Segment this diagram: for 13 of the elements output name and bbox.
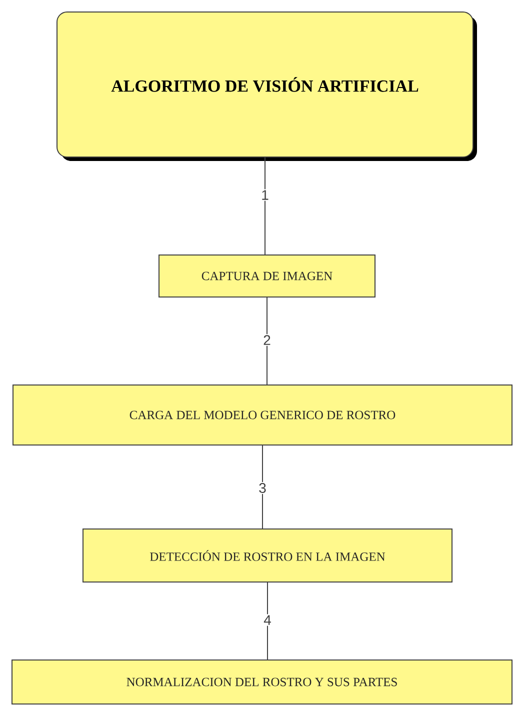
connector-line (266, 297, 268, 385)
connector-line (262, 445, 263, 529)
title-box: ALGORITMO DE VISIÓN ARTIFICIAL (56, 12, 477, 161)
edge-label: 2 (262, 334, 272, 346)
edge-label: 4 (262, 614, 272, 626)
process-box: NORMALIZACION DEL ROSTRO Y SUS PARTES (12, 660, 512, 704)
connector-line (267, 582, 268, 660)
process-box: CARGA DEL MODELO GENERICO DE ROSTRO (12, 384, 512, 446)
process-box: CAPTURA DE IMAGEN (158, 254, 376, 298)
connector-line (264, 157, 266, 255)
process-box: DETECCIÓN DE ROSTRO EN LA IMAGEN (82, 528, 452, 582)
edge-label: 3 (258, 482, 268, 494)
edge-label: 1 (260, 189, 270, 201)
